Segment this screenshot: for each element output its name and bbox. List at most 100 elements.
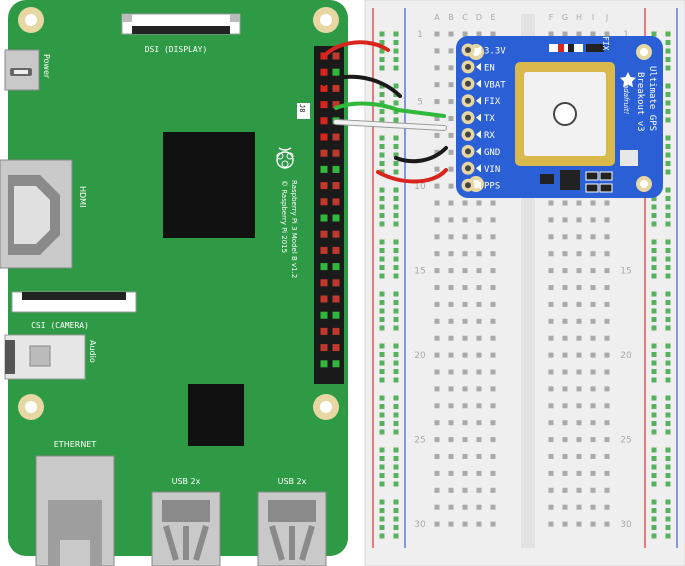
rail-hole[interactable] (393, 40, 399, 45)
breadboard-hole[interactable] (590, 369, 596, 375)
rail-hole[interactable] (665, 481, 671, 487)
rail-hole[interactable] (651, 213, 657, 218)
breadboard-hole[interactable] (576, 369, 582, 375)
breadboard-hole[interactable] (604, 420, 610, 426)
gpio-pin[interactable] (332, 295, 340, 303)
rail-hole[interactable] (379, 516, 385, 522)
rail-hole[interactable] (379, 265, 385, 270)
rail-hole[interactable] (651, 412, 657, 418)
breadboard-hole[interactable] (434, 234, 440, 240)
gpio-pin[interactable] (332, 246, 340, 254)
breadboard-hole[interactable] (476, 352, 482, 358)
breadboard-hole[interactable] (476, 369, 482, 375)
breadboard-hole[interactable] (434, 487, 440, 493)
breadboard-hole[interactable] (562, 268, 568, 274)
breadboard-hole[interactable] (490, 470, 496, 476)
rail-hole[interactable] (393, 369, 399, 374)
breadboard-hole[interactable] (548, 403, 554, 409)
breadboard-hole[interactable] (462, 268, 468, 274)
breadboard-hole[interactable] (604, 217, 610, 223)
rail-hole[interactable] (665, 196, 671, 201)
breadboard-hole[interactable] (462, 318, 468, 324)
gpio-pin[interactable] (332, 182, 340, 190)
breadboard-hole[interactable] (548, 234, 554, 240)
breadboard-hole[interactable] (604, 318, 610, 324)
breadboard-hole[interactable] (604, 31, 610, 37)
breadboard-hole[interactable] (562, 504, 568, 510)
rail-hole[interactable] (651, 31, 657, 37)
breadboard-hole[interactable] (576, 217, 582, 223)
breadboard-hole[interactable] (562, 285, 568, 290)
breadboard-hole[interactable] (548, 420, 554, 426)
breadboard-hole[interactable] (434, 335, 440, 341)
breadboard-hole[interactable] (448, 521, 454, 527)
rail-hole[interactable] (665, 265, 671, 270)
breadboard-hole[interactable] (604, 301, 610, 307)
rail-hole[interactable] (393, 404, 399, 409)
breadboard-hole[interactable] (476, 200, 482, 206)
rail-hole[interactable] (665, 343, 671, 349)
rail-hole[interactable] (379, 325, 385, 331)
breadboard-hole[interactable] (476, 487, 482, 493)
breadboard-hole[interactable] (604, 268, 610, 274)
rail-hole[interactable] (665, 533, 671, 539)
rail-hole[interactable] (393, 343, 399, 349)
breadboard-hole[interactable] (490, 352, 496, 358)
rail-hole[interactable] (393, 213, 399, 218)
rail-hole[interactable] (665, 456, 671, 461)
breadboard-hole[interactable] (590, 454, 596, 459)
breadboard-hole[interactable] (490, 31, 496, 37)
breadboard-hole[interactable] (462, 217, 468, 223)
gpio-pin[interactable] (332, 52, 340, 60)
breadboard-hole[interactable] (462, 285, 468, 290)
rail-hole[interactable] (651, 239, 657, 245)
breadboard-hole[interactable] (462, 521, 468, 527)
breadboard-hole[interactable] (448, 301, 454, 307)
breadboard-hole[interactable] (462, 504, 468, 510)
breadboard-hole[interactable] (576, 470, 582, 476)
gpio-pin[interactable] (332, 165, 340, 173)
rail-hole[interactable] (665, 360, 671, 366)
rail-hole[interactable] (651, 291, 657, 297)
gpio-pin[interactable] (332, 149, 340, 157)
rail-hole[interactable] (379, 395, 385, 401)
rail-hole[interactable] (393, 239, 399, 245)
rail-hole[interactable] (379, 352, 385, 357)
breadboard-hole[interactable] (562, 470, 568, 476)
breadboard-hole[interactable] (434, 268, 440, 274)
rail-hole[interactable] (665, 352, 671, 357)
rail-hole[interactable] (393, 464, 399, 470)
rail-hole[interactable] (393, 31, 399, 37)
breadboard-hole[interactable] (576, 335, 582, 341)
rail-hole[interactable] (651, 456, 657, 461)
breadboard-hole[interactable] (448, 403, 454, 409)
rail-hole[interactable] (665, 499, 671, 505)
rail-hole[interactable] (665, 100, 671, 106)
breadboard-hole[interactable] (476, 386, 482, 392)
breadboard-hole[interactable] (590, 386, 596, 392)
rail-hole[interactable] (651, 273, 657, 279)
breadboard-hole[interactable] (604, 200, 610, 206)
gpio-pin[interactable] (332, 133, 340, 141)
rail-hole[interactable] (393, 508, 399, 513)
rail-hole[interactable] (665, 161, 671, 166)
rail-hole[interactable] (393, 300, 399, 305)
breadboard-hole[interactable] (562, 318, 568, 324)
breadboard-hole[interactable] (604, 487, 610, 493)
breadboard-hole[interactable] (462, 386, 468, 392)
breadboard-hole[interactable] (476, 470, 482, 476)
rail-hole[interactable] (665, 204, 671, 210)
breadboard-hole[interactable] (490, 335, 496, 341)
gpio-pin[interactable] (332, 327, 340, 335)
breadboard-hole[interactable] (590, 470, 596, 476)
breadboard-hole[interactable] (434, 386, 440, 392)
breadboard-hole[interactable] (434, 251, 440, 257)
rail-hole[interactable] (665, 169, 671, 175)
gpio-pin[interactable] (332, 344, 340, 352)
breadboard-hole[interactable] (434, 200, 440, 206)
rail-hole[interactable] (379, 300, 385, 305)
rail-hole[interactable] (379, 31, 385, 37)
breadboard-hole[interactable] (490, 369, 496, 375)
rail-hole[interactable] (665, 516, 671, 522)
breadboard-hole[interactable] (548, 487, 554, 493)
